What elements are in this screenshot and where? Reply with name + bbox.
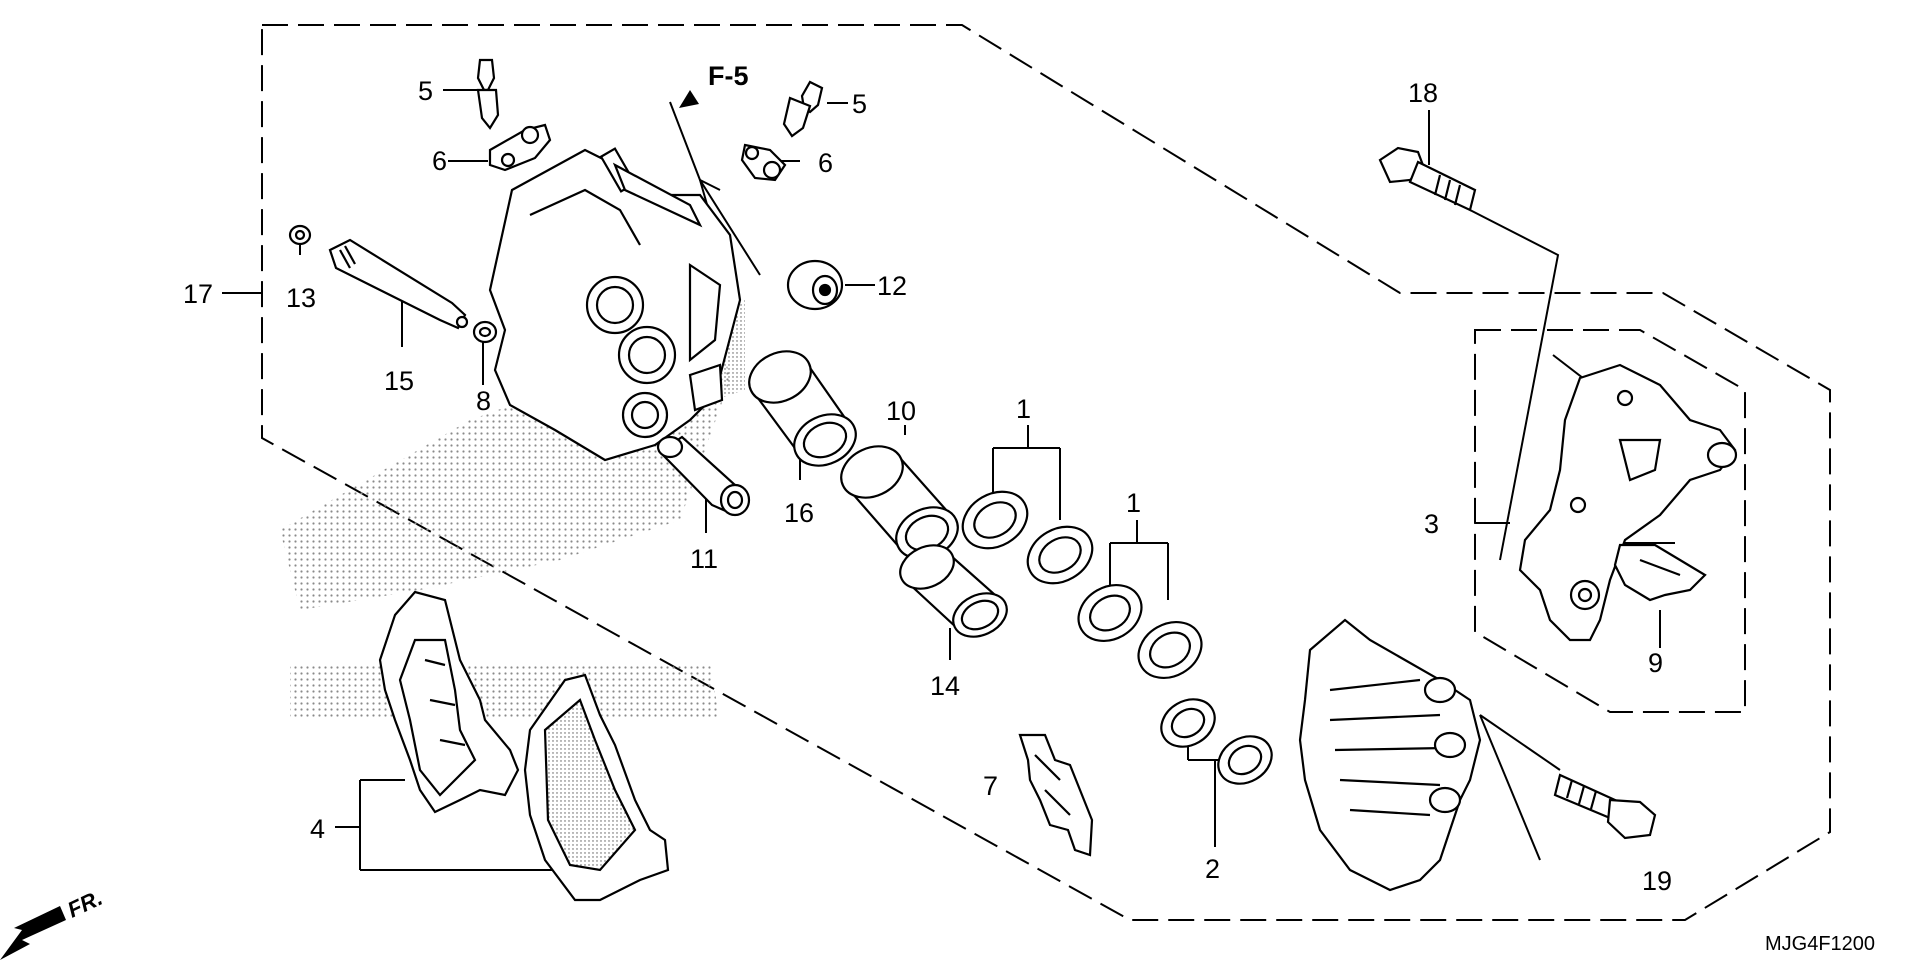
bleeder-screw-right[interactable] (782, 80, 824, 138)
piston-seal-upper-b[interactable] (1018, 515, 1103, 594)
reference-label: F-5 (708, 61, 749, 91)
piston-seal-upper-a[interactable] (953, 480, 1038, 559)
callout-19: 19 (1642, 866, 1672, 896)
mounting-bolt-lower[interactable] (1553, 773, 1657, 840)
diagram-code: MJG4F1200 (1765, 933, 1875, 955)
piston-seal-lower-a[interactable] (1068, 574, 1151, 652)
callout-6-right: 6 (818, 148, 833, 178)
dust-seal-b[interactable] (1210, 727, 1280, 793)
caliper-outer-half[interactable] (1298, 618, 1482, 892)
callout-13: 13 (286, 283, 316, 313)
brake-pad-outer[interactable] (523, 673, 670, 902)
callout-8: 8 (476, 386, 491, 416)
callout-5-right: 5 (852, 89, 867, 119)
callout-12: 12 (877, 271, 907, 301)
front-direction-label: FR. (64, 885, 107, 923)
reference-arrowhead (679, 90, 699, 108)
pin-boot[interactable] (786, 259, 844, 311)
piston-seal-lower-b[interactable] (1128, 611, 1211, 689)
callout-18: 18 (1408, 78, 1438, 108)
callout-5-left: 5 (418, 76, 433, 106)
pad-spring[interactable] (1018, 733, 1094, 857)
front-direction-arrow: FR. (0, 885, 106, 960)
bracket-boundary (1474, 329, 1746, 713)
callout-17: 17 (183, 279, 213, 309)
callout-1-lower: 1 (1126, 488, 1141, 518)
piston-16[interactable] (741, 342, 864, 476)
bleeder-cap-right[interactable] (740, 143, 787, 182)
callout-9: 9 (1648, 648, 1663, 678)
brake-pad-inner[interactable] (378, 590, 520, 814)
callout-10: 10 (886, 396, 916, 426)
callout-16: 16 (784, 498, 814, 528)
pin-bolt[interactable] (328, 238, 469, 330)
mounting-bolt-upper[interactable] (1378, 146, 1477, 212)
callout-4: 4 (310, 814, 325, 844)
callout-6-left: 6 (432, 146, 447, 176)
caliper-bracket[interactable] (1518, 363, 1738, 642)
piston-14[interactable] (893, 537, 1014, 645)
callout-3: 3 (1424, 509, 1439, 539)
callout-11: 11 (690, 544, 718, 574)
retainer-clip[interactable] (1613, 543, 1707, 602)
bleeder-screw-left[interactable] (476, 58, 500, 130)
o-ring-small[interactable] (288, 224, 312, 246)
caliper-body[interactable] (488, 147, 742, 462)
callout-14: 14 (930, 671, 960, 701)
caliper-pin[interactable] (656, 435, 751, 517)
washer[interactable] (472, 320, 498, 344)
callout-labels: 1 1 2 3 4 5 5 6 6 7 8 9 10 11 12 13 14 1… (183, 76, 1672, 896)
callout-7: 7 (983, 771, 998, 801)
callout-15: 15 (384, 366, 414, 396)
bleeder-cap-left[interactable] (488, 123, 552, 172)
callout-1-upper: 1 (1016, 394, 1031, 424)
callout-2: 2 (1205, 854, 1220, 884)
dust-seal-a[interactable] (1153, 690, 1223, 756)
